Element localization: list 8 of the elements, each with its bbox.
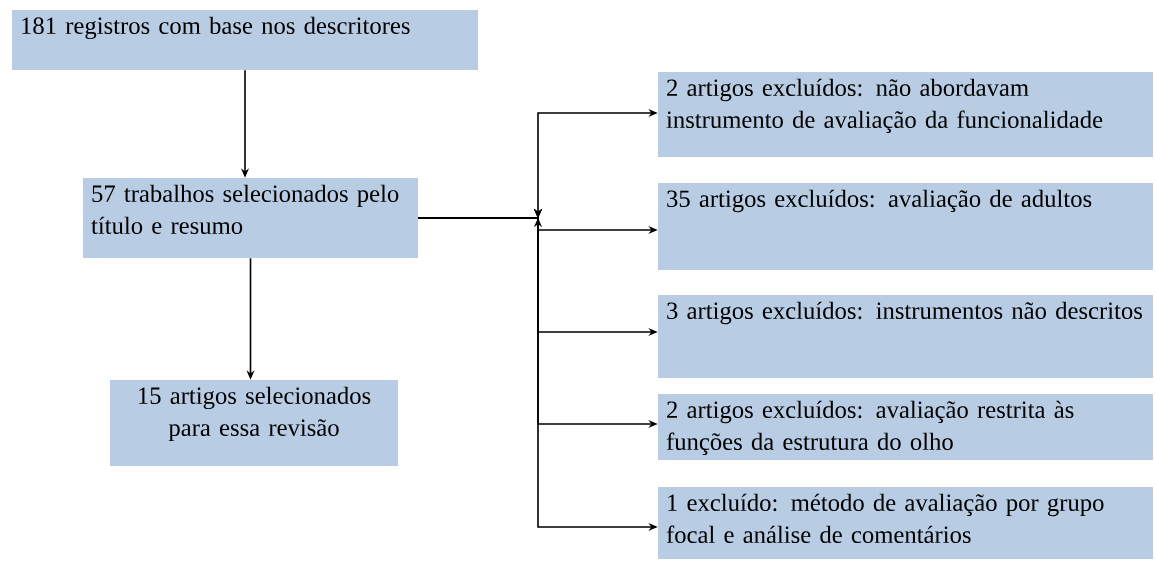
process-box: 181 registros com base nos descritores <box>12 10 478 70</box>
process-box: 2 artigos excluídos: não abordavam instrumento de avaliação da funcionalidade <box>658 72 1153 157</box>
process-box: 57 trabalhos selecionados pelo título e resumo <box>83 178 418 258</box>
process-box: 2 artigos excluídos: avaliação restrita às funções da estrutura do olho <box>658 394 1153 460</box>
process-box: 15 artigos selecionados para essa revisão <box>110 380 398 466</box>
process-box: 35 artigos excluídos: avaliação de adultos <box>658 183 1153 270</box>
process-box: 3 artigos excluídos: instrumentos não descritos <box>658 295 1153 378</box>
process-box: 1 excluído: método de avaliação por grupo focal e análise de comentários <box>658 487 1153 559</box>
